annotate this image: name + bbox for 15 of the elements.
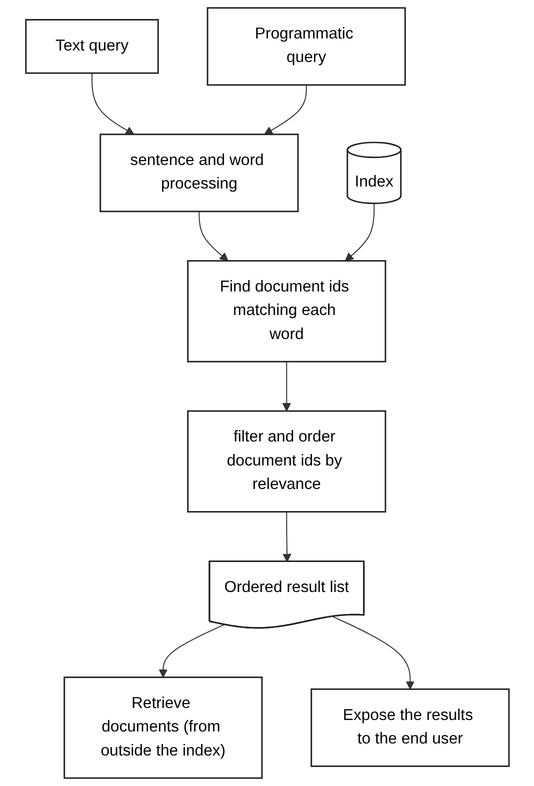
node-box: Find document ids matching each word: [186, 260, 386, 362]
node-box: Programmatic query: [206, 7, 406, 86]
arrow: [198, 210, 228, 262]
arrow: [282, 511, 291, 562]
node-box: Expose the results to the end user: [310, 688, 510, 767]
arrow: [91, 72, 134, 135]
arrow: [344, 202, 374, 262]
arrow: [264, 84, 306, 135]
arrow: [282, 361, 291, 412]
node-box: filter and order document ids by relevance: [186, 410, 386, 513]
arrow: [332, 616, 414, 690]
node-box: Text query: [24, 19, 158, 74]
node-box: Retrieve documents (from outside the index): [63, 676, 262, 779]
arrow: [158, 624, 224, 678]
node-box: sentence and word processing: [99, 134, 298, 212]
